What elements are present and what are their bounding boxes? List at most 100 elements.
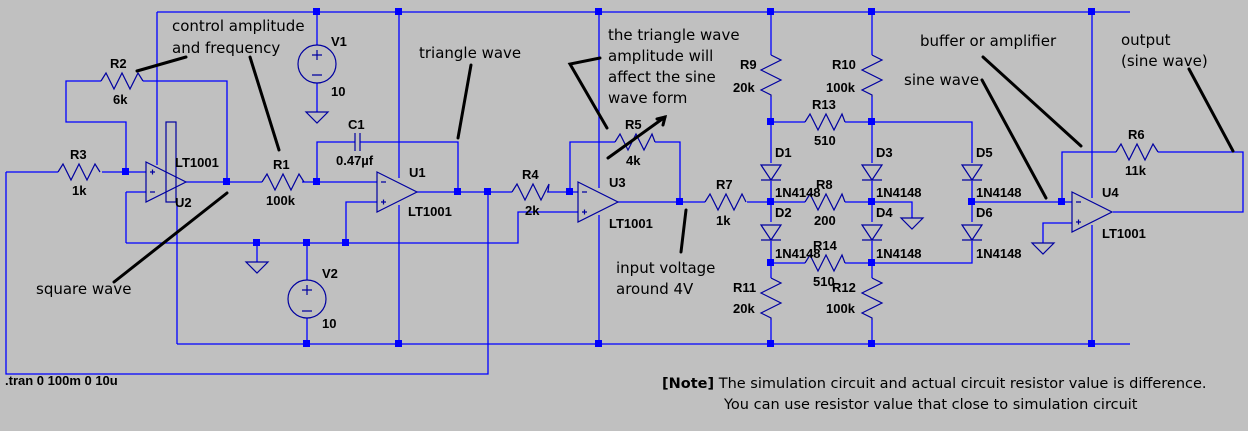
note-line-2: You can use resistor value that close to… bbox=[724, 397, 1138, 413]
resistor-R8 bbox=[804, 192, 846, 212]
ground-icon bbox=[1030, 242, 1056, 255]
model-D5: 1N4148 bbox=[976, 185, 1022, 200]
diode-D5 bbox=[960, 164, 984, 182]
value-R10: 100k bbox=[826, 80, 856, 95]
label-U1: U1 bbox=[409, 165, 426, 180]
diode-D3 bbox=[860, 164, 884, 182]
annotation-buffer: buffer or amplifier bbox=[920, 32, 1057, 50]
annotation-tri-amp-3: affect the sine bbox=[608, 68, 716, 86]
capacitor-C1 bbox=[354, 133, 361, 151]
tran-directive: .tran 0 100m 0 10u bbox=[5, 373, 118, 388]
label-D2: D2 bbox=[775, 205, 792, 220]
label-D6: D6 bbox=[976, 205, 993, 220]
resistor-R4 bbox=[511, 182, 550, 202]
label-R13: R13 bbox=[812, 97, 836, 112]
resistor-R9 bbox=[759, 54, 783, 97]
label-R11: R11 bbox=[733, 280, 756, 295]
model-D6: 1N4148 bbox=[976, 246, 1022, 261]
resistor-R3 bbox=[57, 162, 101, 182]
label-R1: R1 bbox=[273, 157, 290, 172]
label-D5: D5 bbox=[976, 145, 993, 160]
label-R5: R5 bbox=[625, 117, 642, 132]
voltage-source-V2 bbox=[287, 279, 327, 319]
wires bbox=[5, 11, 1244, 375]
resistor-R12 bbox=[860, 277, 884, 320]
value-R3: 1k bbox=[72, 183, 87, 198]
note-text-1: The simulation circuit and actual circui… bbox=[714, 376, 1207, 392]
value-R6: 11k bbox=[1125, 163, 1147, 178]
annotation-output-1: output bbox=[1121, 31, 1171, 49]
resistors bbox=[57, 54, 1159, 320]
value-R7: 1k bbox=[716, 213, 731, 228]
label-R7: R7 bbox=[716, 177, 733, 192]
annotation-input-1: input voltage bbox=[616, 259, 715, 277]
ground-symbols bbox=[244, 111, 1056, 274]
opamp-U4 bbox=[1071, 191, 1114, 233]
annotation-control-1: control amplitude bbox=[172, 17, 305, 35]
opamp-U3 bbox=[577, 181, 620, 223]
resistor-R7 bbox=[704, 192, 747, 212]
diode-D6 bbox=[960, 224, 984, 242]
model-D4: 1N4148 bbox=[876, 246, 922, 261]
ground-icon bbox=[304, 111, 330, 124]
note-tag: [Note] bbox=[662, 376, 715, 392]
junctions bbox=[122, 8, 1095, 347]
label-R3: R3 bbox=[70, 147, 87, 162]
label-R2: R2 bbox=[110, 56, 127, 71]
label-R4: R4 bbox=[522, 167, 539, 182]
annotation-pointers bbox=[112, 55, 1235, 284]
label-C1: C1 bbox=[348, 117, 365, 132]
label-R10: R10 bbox=[832, 57, 856, 72]
label-R12: R12 bbox=[832, 280, 856, 295]
resistor-R6 bbox=[1115, 142, 1159, 162]
value-R11: 20k bbox=[733, 301, 755, 316]
ground-icon bbox=[899, 217, 925, 230]
annotation-sine-wave: sine wave bbox=[904, 71, 979, 89]
model-D3: 1N4148 bbox=[876, 185, 922, 200]
model-D2: 1N4148 bbox=[775, 246, 821, 261]
resistor-R5 bbox=[614, 132, 656, 152]
opamp-U1 bbox=[376, 171, 419, 213]
value-R14: 510 bbox=[813, 274, 835, 289]
ground-icon bbox=[244, 261, 270, 274]
diode-D4 bbox=[860, 224, 884, 242]
label-R8: R8 bbox=[816, 177, 833, 192]
resistor-R1 bbox=[261, 172, 305, 192]
value-R2: 6k bbox=[113, 92, 128, 107]
annotation-tri-amp-1: the triangle wave bbox=[608, 26, 740, 44]
label-D3: D3 bbox=[876, 145, 893, 160]
annotation-square-wave: square wave bbox=[36, 280, 131, 298]
annotation-triangle-wave: triangle wave bbox=[419, 44, 521, 62]
voltage-source-V1 bbox=[297, 44, 337, 84]
resistor-R11 bbox=[759, 277, 783, 320]
value-C1: 0.47µf bbox=[336, 153, 374, 168]
value-R4: 2k bbox=[525, 203, 540, 218]
annotation-input-2: around 4V bbox=[616, 280, 694, 298]
value-R13: 510 bbox=[814, 133, 836, 148]
label-U3: U3 bbox=[609, 175, 626, 190]
value-R12: 100k bbox=[826, 301, 856, 316]
label-R6: R6 bbox=[1128, 127, 1145, 142]
annotation-tri-amp-2: amplitude will bbox=[608, 47, 713, 65]
note-block: [Note] The simulation circuit and actual… bbox=[662, 374, 1207, 416]
model-D1: 1N4148 bbox=[775, 185, 821, 200]
resistor-R14 bbox=[804, 253, 846, 273]
resistor-R10 bbox=[860, 54, 884, 97]
model-U4: LT1001 bbox=[1102, 226, 1146, 241]
value-R5: 4k bbox=[626, 153, 641, 168]
resistor-R13 bbox=[804, 112, 846, 132]
annotations: control amplitude and frequency square w… bbox=[36, 17, 1208, 298]
label-R14: R14 bbox=[813, 238, 838, 253]
value-V2: 10 bbox=[322, 316, 336, 331]
diodes bbox=[759, 164, 984, 242]
component-labels: R2 6k R3 1k LT1001 U2 R1 100k V1 10 C1 0… bbox=[5, 34, 1147, 388]
resistor-R2 bbox=[100, 71, 144, 91]
value-R8: 200 bbox=[814, 213, 836, 228]
diode-D1 bbox=[759, 164, 783, 182]
value-V1: 10 bbox=[331, 84, 345, 99]
label-V2: V2 bbox=[322, 266, 338, 281]
label-D4: D4 bbox=[876, 205, 893, 220]
value-R9: 20k bbox=[733, 80, 755, 95]
value-R1: 100k bbox=[266, 193, 296, 208]
